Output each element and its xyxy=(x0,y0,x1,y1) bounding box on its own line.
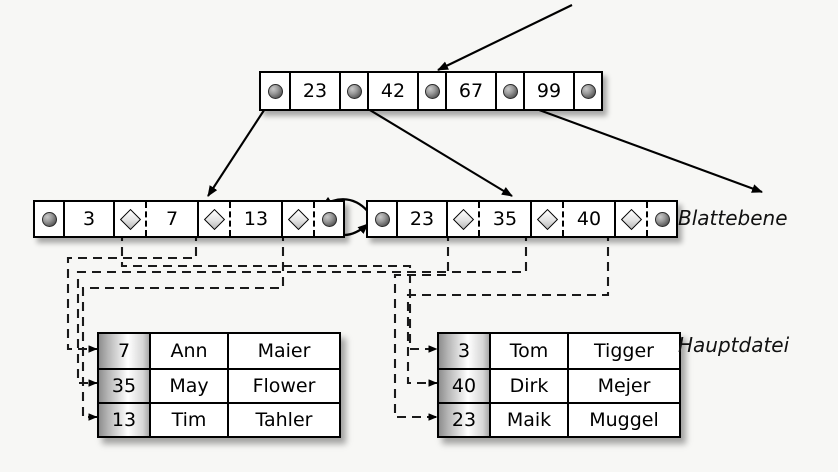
ball-pointer-icon xyxy=(41,211,57,227)
leaf-node-right[interactable]: 23 35 40 xyxy=(366,200,678,238)
root-key-cell[interactable]: 42 xyxy=(367,73,417,109)
edge-incoming-root xyxy=(437,4,573,71)
ball-pointer-icon xyxy=(346,83,362,99)
leaf-left-key-cell[interactable]: 13 xyxy=(231,202,281,236)
left-table-first-cell: May xyxy=(149,370,227,402)
leaf-right-key-cell[interactable]: 35 xyxy=(480,202,530,236)
left-table-last-cell: Flower xyxy=(227,370,339,402)
ball-pointer-icon xyxy=(374,211,390,227)
right-table-key-cell: 40 xyxy=(439,370,489,402)
right-table-key-cell: 23 xyxy=(439,404,489,436)
left-table-first-cell: Tim xyxy=(149,404,227,436)
right-table-first-cell: Tom xyxy=(489,334,567,368)
left-table-last-cell: Tahler xyxy=(227,404,339,436)
left-table-first-cell: Ann xyxy=(149,334,227,368)
right-table-first-cell: Maik xyxy=(489,404,567,436)
leaf-left-key-cell[interactable]: 3 xyxy=(63,202,113,236)
root-key-cell[interactable]: 23 xyxy=(289,73,339,109)
root-index-node[interactable]: 23 42 67 99 xyxy=(259,71,603,111)
diamond-pointer-icon xyxy=(203,208,225,230)
left-table-key-cell: 35 xyxy=(99,370,149,402)
root-key-cell[interactable]: 99 xyxy=(523,73,573,109)
leaf-left-child-pointer-cell[interactable] xyxy=(35,202,63,236)
leaf-right-child-pointer-cell[interactable] xyxy=(368,202,396,236)
left-table-last-cell: Maier xyxy=(227,334,339,368)
diamond-pointer-icon xyxy=(287,208,309,230)
ball-pointer-icon xyxy=(424,83,440,99)
ball-pointer-icon xyxy=(654,211,670,227)
leaf-right-record-pointer-cell[interactable] xyxy=(530,202,564,236)
label-hauptdatei: Hauptdatei xyxy=(678,333,790,357)
root-child-pointer-cell[interactable] xyxy=(261,73,289,109)
diamond-pointer-icon xyxy=(452,208,474,230)
leaf-left-record-pointer-cell[interactable] xyxy=(197,202,231,236)
leaf-right-record-pointer-cell[interactable] xyxy=(446,202,480,236)
leaf-right-key-cell[interactable]: 23 xyxy=(396,202,446,236)
right-table-first-cell: Dirk xyxy=(489,370,567,402)
root-child-pointer-cell[interactable] xyxy=(573,73,601,109)
ball-pointer-icon xyxy=(502,83,518,99)
label-blattebene: Blattebene xyxy=(678,206,788,230)
leaf-right-child-pointer-cell[interactable] xyxy=(648,202,676,236)
edge-root-to-leaf-left xyxy=(207,97,273,197)
ball-pointer-icon xyxy=(321,211,337,227)
leaf-left-record-pointer-cell[interactable] xyxy=(113,202,147,236)
leaf-left-record-pointer-cell[interactable] xyxy=(281,202,315,236)
ball-pointer-icon xyxy=(580,83,596,99)
diamond-pointer-icon xyxy=(536,208,558,230)
edge-root-to-right-outside xyxy=(511,99,763,193)
right-table-last-cell: Tigger xyxy=(567,334,679,368)
leaf-left-key-cell[interactable]: 7 xyxy=(147,202,197,236)
right-table-last-cell: Mejer xyxy=(567,370,679,402)
leaf-left-child-pointer-cell[interactable] xyxy=(315,202,343,236)
leaf-right-key-cell[interactable]: 40 xyxy=(564,202,614,236)
diamond-pointer-icon xyxy=(119,208,141,230)
right-table-key-cell: 3 xyxy=(439,334,489,368)
ball-pointer-icon xyxy=(267,83,283,99)
left-table-key-cell: 7 xyxy=(99,334,149,368)
root-key-cell[interactable]: 67 xyxy=(445,73,495,109)
root-child-pointer-cell[interactable] xyxy=(495,73,523,109)
right-table-last-cell: Muggel xyxy=(567,404,679,436)
root-child-pointer-cell[interactable] xyxy=(339,73,367,109)
edge-root-to-leaf-right xyxy=(349,97,513,197)
leaf-right-record-pointer-cell[interactable] xyxy=(614,202,648,236)
root-child-pointer-cell[interactable] xyxy=(417,73,445,109)
left-table-key-cell: 13 xyxy=(99,404,149,436)
diamond-pointer-icon xyxy=(620,208,642,230)
